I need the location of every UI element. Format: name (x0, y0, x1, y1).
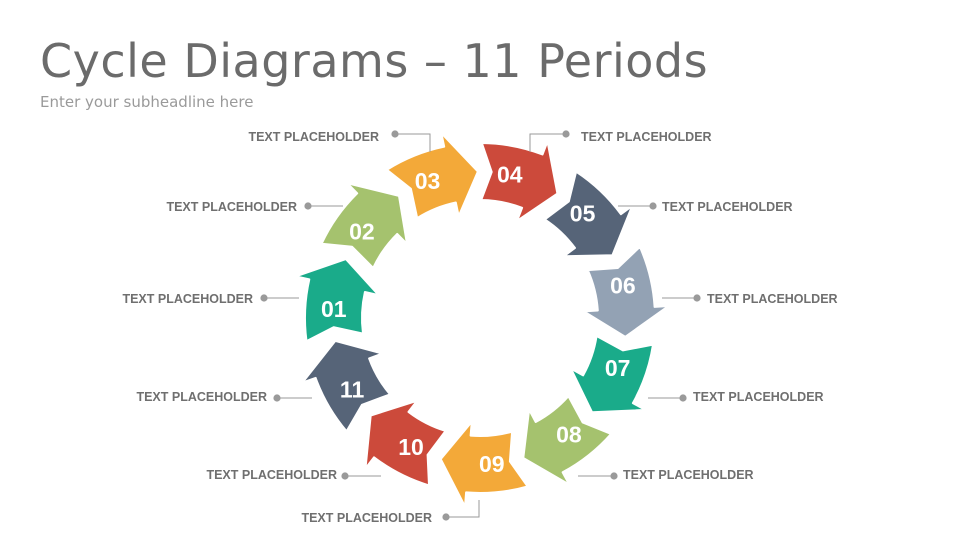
label-connector-line (529, 133, 566, 152)
label-connector-dot (273, 394, 281, 402)
cycle-arrow-11 (301, 339, 391, 433)
cycle-arrows (294, 132, 670, 508)
cycle-arrow-08 (522, 395, 613, 486)
cycle-step-number: 08 (556, 422, 582, 448)
cycle-step-number: 05 (570, 201, 596, 227)
cycle-step-label: TEXT PLACEHOLDER (301, 511, 432, 525)
cycle-step-number: 11 (340, 376, 365, 402)
cycle-arrow-10 (364, 399, 447, 487)
cycle-step-label: TEXT PLACEHOLDER (581, 130, 712, 144)
cycle-arrow-04 (480, 140, 559, 222)
page-subtitle: Enter your subheadline here (40, 93, 254, 111)
cycle-arrow-01 (294, 258, 380, 343)
cycle-arrow-07 (569, 335, 654, 414)
cycle-labels: TEXT PLACEHOLDER TEXT PLACEHOLDER TEXT PLA… (122, 130, 837, 525)
label-connector-dot (610, 472, 618, 480)
cycle-step-label: TEXT PLACEHOLDER (206, 468, 337, 482)
cycle-step-number: 09 (479, 451, 505, 477)
cycle-numbers: 01 02 03 04 05 06 07 08 09 10 11 (321, 162, 636, 477)
cycle-step-label: TEXT PLACEHOLDER (136, 390, 267, 404)
cycle-step-label: TEXT PLACEHOLDER (166, 200, 297, 214)
cycle-step-number: 03 (415, 168, 441, 194)
label-connector-dot (679, 394, 687, 402)
cycle-arrow-09 (439, 420, 529, 508)
label-connector-dot (649, 202, 657, 210)
page-title: Cycle Diagrams – 11 Periods (40, 34, 709, 88)
label-connector-line (395, 133, 431, 152)
label-connector-dot (442, 513, 450, 521)
cycle-step-label: TEXT PLACEHOLDER (623, 468, 754, 482)
label-connectors (260, 130, 701, 521)
cycle-step-label: TEXT PLACEHOLDER (693, 390, 824, 404)
cycle-step-label: TEXT PLACEHOLDER (662, 200, 793, 214)
label-connector-dot (341, 472, 349, 480)
cycle-step-number: 06 (610, 273, 636, 299)
label-connector-line (446, 500, 480, 518)
cycle-step-label: TEXT PLACEHOLDER (707, 292, 838, 306)
label-connector-dot (693, 294, 701, 302)
cycle-step-number: 01 (321, 296, 347, 322)
cycle-step-number: 07 (605, 355, 631, 381)
cycle-step-number: 04 (497, 162, 523, 188)
cycle-step-number: 10 (398, 434, 424, 460)
label-connector-dot (391, 130, 399, 138)
cycle-arrow-02 (320, 182, 408, 269)
cycle-step-number: 02 (349, 218, 375, 244)
label-connector-dot (304, 202, 312, 210)
cycle-arrow-05 (543, 170, 634, 258)
cycle-step-label: TEXT PLACEHOLDER (248, 130, 379, 144)
label-connector-dot (562, 130, 570, 138)
label-connector-dot (260, 294, 268, 302)
cycle-arrow-06 (582, 245, 670, 338)
cycle-step-label: TEXT PLACEHOLDER (122, 292, 253, 306)
cycle-arrow-03 (385, 132, 479, 220)
